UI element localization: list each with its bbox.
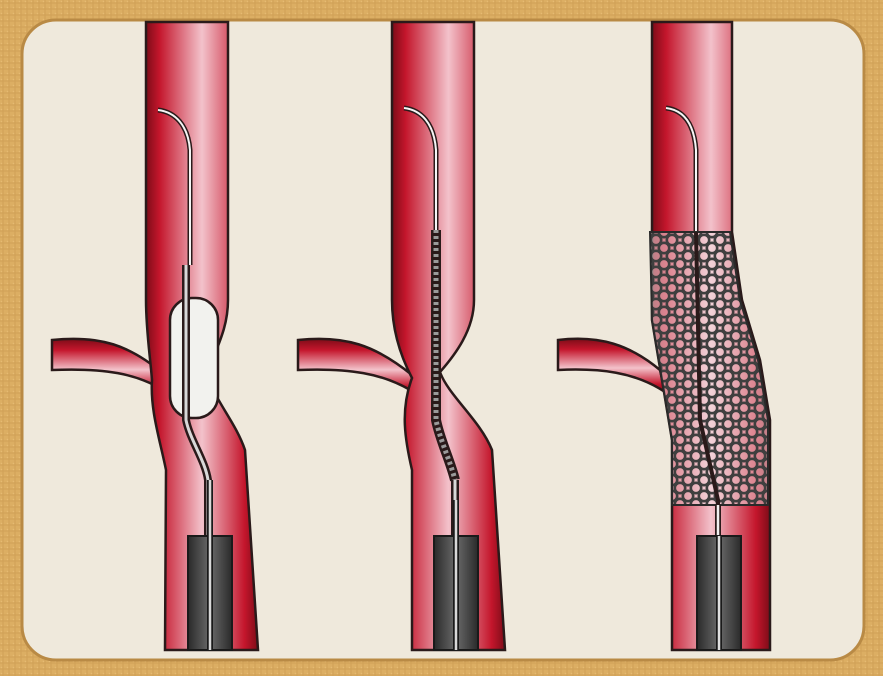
inflated-balloon — [170, 298, 218, 418]
